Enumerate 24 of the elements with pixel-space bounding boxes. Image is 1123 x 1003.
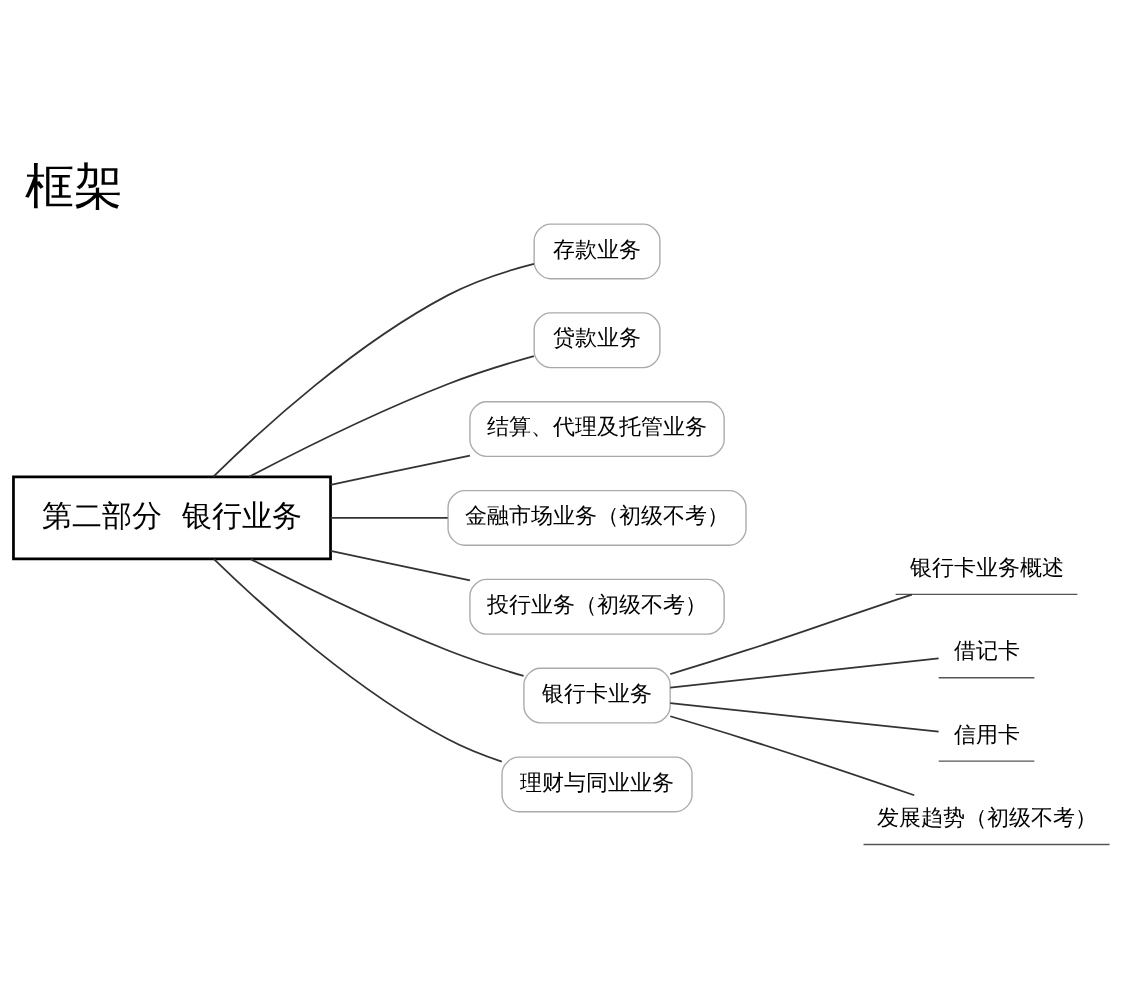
node-box: 第二部分 银行业务 <box>12 475 332 561</box>
node-box: 存款业务 <box>533 223 661 280</box>
connector <box>213 558 503 763</box>
connector <box>212 263 535 478</box>
connector <box>669 657 940 689</box>
node-text: 信用卡 <box>953 721 1020 747</box>
connector <box>248 355 535 478</box>
node-box: 银行卡业务 <box>523 667 671 724</box>
node-box: 投行业务（初级不考） <box>469 578 725 635</box>
node-text: 发展趋势（初级不考） <box>876 805 1097 831</box>
node-box: 理财与同业业务 <box>501 756 693 813</box>
connector <box>329 517 449 519</box>
node-box: 结算、代理及托管业务 <box>469 401 725 458</box>
connector <box>329 550 471 582</box>
node-box: 金融市场业务（初级不考） <box>447 489 747 546</box>
connector <box>329 454 471 486</box>
connector <box>249 558 525 677</box>
node-text: 借记卡 <box>953 638 1020 664</box>
connector <box>669 593 913 675</box>
connector <box>669 715 916 797</box>
diagram-title: 框架 <box>25 157 124 216</box>
connector <box>669 702 940 733</box>
node-text: 银行卡业务概述 <box>909 555 1064 581</box>
node-box: 贷款业务 <box>533 312 661 369</box>
